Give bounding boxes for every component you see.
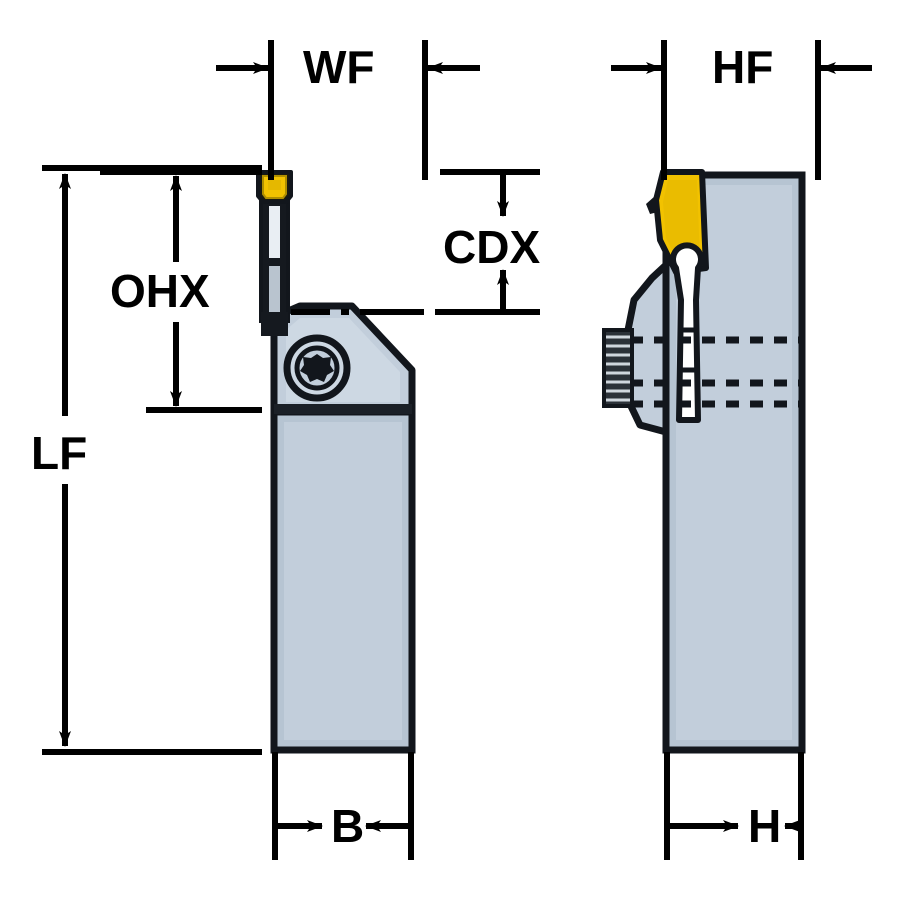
- blade-slot-lower-side: [269, 266, 280, 314]
- dimension-label-cdx: CDX: [443, 221, 541, 273]
- dimension-label-wf: WF: [303, 41, 375, 93]
- dimension-label-h: H: [748, 800, 782, 852]
- dimension-ohx: [100, 169, 262, 413]
- blade-slot-upper-side: [269, 206, 280, 258]
- dimension-cdx: [440, 169, 540, 315]
- clamp-pin-front: [670, 242, 704, 423]
- set-screw-knurl-front: [606, 335, 630, 402]
- dimension-wf: [216, 40, 480, 180]
- side-view-group: [256, 170, 443, 754]
- tool-shank-side: [270, 408, 416, 754]
- dimension-b: [272, 752, 414, 860]
- shank-highlight-side: [284, 422, 402, 740]
- dimension-h: [664, 752, 804, 860]
- parting-blade-side: [259, 194, 290, 336]
- pin-outline-front: [670, 242, 704, 423]
- torx-recess-side: [300, 354, 334, 382]
- dimension-label-hf: HF: [712, 41, 774, 93]
- hidden-threads-front: [630, 336, 800, 408]
- dimension-label-b: B: [331, 800, 365, 852]
- insert-notch-front: [646, 196, 658, 214]
- torx-screw-side: [283, 334, 351, 402]
- set-screw-body-front: [602, 328, 634, 408]
- cutting-insert-side: [256, 170, 293, 204]
- dimension-label-lf: LF: [31, 427, 88, 479]
- insert-face-side: [268, 180, 281, 190]
- dimension-label-ohx: OHX: [110, 265, 210, 317]
- dimension-lf: [42, 165, 262, 755]
- blade-root-side: [261, 312, 288, 336]
- head-shank-joint-side: [274, 404, 412, 414]
- front-view-group: [602, 169, 806, 754]
- knurled-set-screw-front: [602, 328, 634, 408]
- dimension-hf: [611, 40, 872, 180]
